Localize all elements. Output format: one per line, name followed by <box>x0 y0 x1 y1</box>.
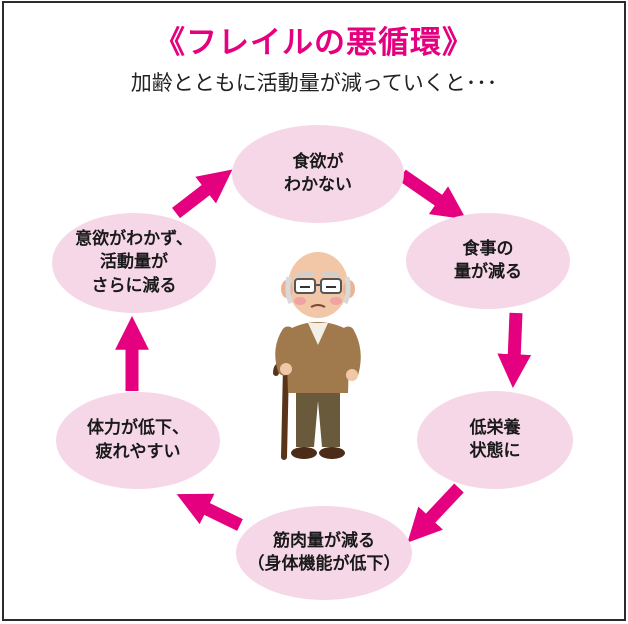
cycle-node-fatigue: 体力が低下、 疲れやすい <box>56 392 220 489</box>
node-line: さらに減る <box>91 275 177 296</box>
cycle-node-muscle-loss: 筋肉量が減る （身体機能が低下） <box>236 506 412 600</box>
node-line: 意欲がわかず、 <box>75 228 193 249</box>
node-line: 量が減る <box>454 262 522 282</box>
arrow-1-to-2 <box>398 169 467 220</box>
cycle-node-motivation: 意欲がわかず、 活動量が さらに減る <box>52 213 216 313</box>
cycle-node-malnutrition: 低栄養 状態に <box>417 391 573 489</box>
cycle-node-meal-amount: 食事の 量が減る <box>406 213 570 309</box>
node-line: 疲れやすい <box>95 441 181 462</box>
node-line: 筋肉量が減る <box>273 530 375 551</box>
node-line: 低栄養 <box>469 417 521 438</box>
node-line: （身体機能が低下） <box>247 554 401 574</box>
node-line: 活動量が <box>100 252 168 273</box>
arrow-3-to-4 <box>407 483 464 543</box>
cycle-arrows <box>115 169 532 543</box>
cycle-node-appetite: 食欲が わかない <box>232 125 404 223</box>
node-line: わかない <box>284 175 352 195</box>
arrow-6-to-1 <box>172 169 233 219</box>
diagram-title: 《フレイルの悪循環》 <box>154 25 474 61</box>
node-line: 食欲が <box>292 151 344 172</box>
arrow-4-to-5 <box>176 493 243 531</box>
node-line: 状態に <box>469 441 521 461</box>
elderly-man-illustration <box>273 252 361 460</box>
node-line: 食事の <box>462 238 514 259</box>
diagram-subtitle: 加齢とともに活動量が減っていくと･･･ <box>130 71 498 95</box>
arrow-2-to-3 <box>497 312 532 389</box>
node-line: 体力が低下、 <box>87 418 189 439</box>
